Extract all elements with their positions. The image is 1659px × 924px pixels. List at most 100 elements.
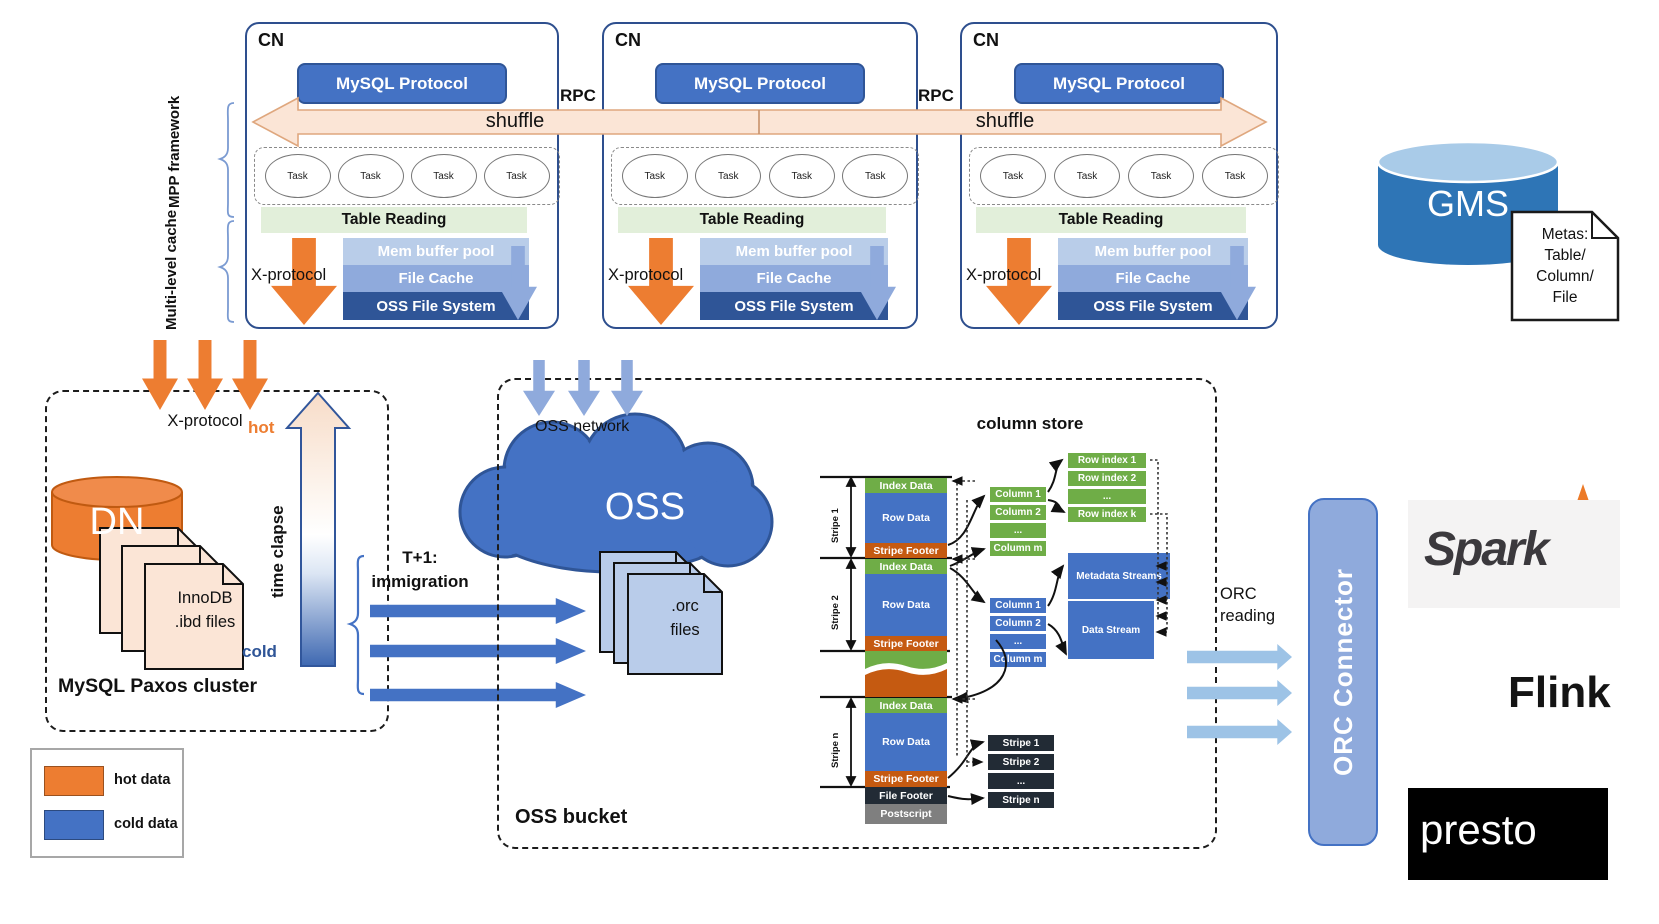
presto-logo-text: presto	[1420, 806, 1537, 853]
innodb-files	[99, 527, 244, 670]
orc-connector: ORC Connector	[1308, 498, 1378, 846]
stripe-list-n: Stripe n	[988, 792, 1054, 808]
mysql-paxos-cluster-box	[45, 390, 389, 732]
orc-files	[599, 551, 723, 675]
gms-label: GMS	[1426, 183, 1509, 224]
cn-1-table-reading: Table Reading	[261, 207, 527, 233]
stripe1-label: Stripe 1	[830, 508, 841, 543]
stripen-row-data: Row Data	[865, 713, 947, 771]
task-oval: Task	[410, 154, 477, 198]
green-column-m: Column m	[990, 541, 1046, 556]
cn-node-3	[960, 22, 1278, 329]
cn-2-mem-buffer-pool: Mem buffer pool	[700, 238, 888, 265]
innodb-line: .ibd files	[174, 613, 236, 631]
cn-2-mysql-protocol: MySQL Protocol	[655, 63, 865, 104]
shuffle-label-1: shuffle	[485, 109, 545, 132]
metas-note	[1510, 210, 1620, 322]
cn-3-oss-file-system: OSS File System	[1058, 292, 1248, 320]
cn-3-title: CN	[973, 30, 999, 50]
time-elapse-label: time clapse	[268, 505, 287, 598]
cn-1-x-protocol-label: X-protocol	[251, 266, 327, 284]
row-index-ellipsis: ...	[1068, 489, 1146, 504]
orc-reading-label: ORC reading	[1220, 583, 1275, 627]
orc-files-label: .orc files	[632, 594, 738, 642]
oss-cloud	[458, 412, 774, 574]
presto-logo	[1408, 788, 1608, 880]
task-oval: Task	[1202, 154, 1268, 198]
flink-logo-text: Flink	[1508, 668, 1611, 717]
spark-logo-text: Spark	[1424, 523, 1549, 576]
hot-data-label: hot data	[114, 772, 171, 788]
task-oval: Task	[842, 154, 909, 198]
metas-line: Column/	[1536, 268, 1594, 285]
cn-node-1	[245, 22, 559, 329]
blue-column-1: Column 1	[990, 598, 1046, 613]
metadata-streams-box: Metadata Streams	[1068, 553, 1170, 599]
oss-cloud-label: OSS	[604, 485, 686, 528]
cn-3-table-reading: Table Reading	[976, 207, 1246, 233]
migration-label-2: immigration	[371, 572, 469, 591]
stripe1-row-data: Row Data	[865, 493, 947, 543]
task-oval: Task	[621, 154, 688, 198]
cn-node-2	[602, 22, 918, 329]
multi-level-cache-label: Multi-level cache	[163, 209, 180, 330]
row-index-k: Row index k	[1068, 507, 1146, 522]
cn-1-task-group: Task Task Task Task	[254, 147, 560, 205]
orc-files-line: .orc	[671, 597, 699, 615]
metas-line: Metas:	[1541, 226, 1589, 243]
cn-2-table-reading: Table Reading	[618, 207, 886, 233]
stripe1-stripe-footer: Stripe Footer	[865, 543, 947, 558]
stripe2-label: Stripe 2	[830, 595, 841, 630]
task-oval: Task	[1054, 154, 1120, 198]
task-oval: Task	[1128, 154, 1194, 198]
flink-logo	[1408, 640, 1620, 752]
green-column-1: Column 1	[990, 487, 1046, 502]
time-elapse-arrow	[284, 391, 352, 667]
mpp-framework-label: MPP framework	[166, 95, 183, 208]
paxos-x-protocol-label: X-protocol	[167, 411, 243, 430]
cn-2-task-group: Task Task Task Task	[611, 147, 919, 205]
hot-data-swatch	[44, 766, 104, 796]
rpc-label-1: RPC	[560, 86, 596, 105]
task-oval: Task	[980, 154, 1046, 198]
file-footer: File Footer	[865, 787, 947, 804]
cold-data-label: cold data	[114, 816, 178, 832]
rpc-label-2: RPC	[918, 86, 954, 105]
shuffle-label-2: shuffle	[975, 109, 1035, 132]
spark-logo	[1408, 500, 1620, 608]
stripe-list-1: Stripe 1	[988, 735, 1054, 751]
cn-2-x-protocol-label: X-protocol	[608, 266, 684, 284]
task-oval: Task	[483, 154, 550, 198]
blue-column-ellipsis: ...	[990, 634, 1046, 649]
stripe-extent-arrows	[845, 475, 857, 788]
innodb-line: InnoDB	[177, 589, 233, 607]
cn-3-mem-buffer-pool: Mem buffer pool	[1058, 238, 1248, 265]
paxos-title: MySQL Paxos cluster	[58, 675, 258, 697]
stripen-label: Stripe n	[830, 732, 841, 768]
row-index-2: Row index 2	[1068, 471, 1146, 486]
cold-label: cold	[242, 642, 277, 661]
cn-3-x-protocol-label: X-protocol	[966, 266, 1042, 284]
stripen-stripe-footer: Stripe Footer	[865, 771, 947, 787]
cn-2-file-cache: File Cache	[700, 265, 888, 292]
cn-2-title: CN	[615, 30, 641, 50]
blue-column-m: Column m	[990, 652, 1046, 667]
hot-label: hot	[248, 418, 275, 437]
cn-3-file-cache: File Cache	[1058, 265, 1248, 292]
innodb-files-label: InnoDB .ibd files	[150, 586, 260, 634]
blue-column-2: Column 2	[990, 616, 1046, 631]
orc-files-line: files	[670, 621, 700, 639]
cn-1-title: CN	[258, 30, 284, 50]
stripe2-stripe-footer: Stripe Footer	[865, 636, 947, 651]
cn-1-mem-buffer-pool: Mem buffer pool	[343, 238, 529, 265]
legend-box	[30, 748, 184, 858]
stripen-index-data: Index Data	[865, 698, 947, 713]
dn-label: DN	[89, 500, 145, 543]
postscript: Postscript	[865, 804, 947, 824]
cn-2-oss-file-system: OSS File System	[700, 292, 888, 320]
task-oval: Task	[695, 154, 762, 198]
column-store-title: column store	[976, 414, 1084, 433]
stripe2-index-data: Index Data	[865, 559, 947, 574]
